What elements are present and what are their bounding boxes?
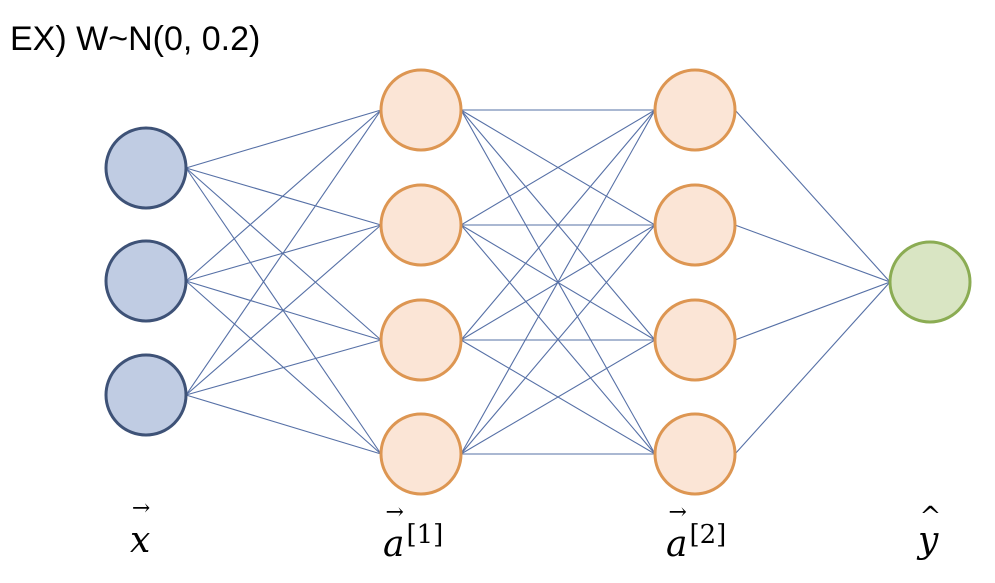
hidden-1-node-1 bbox=[379, 183, 463, 267]
edges-group bbox=[185, 109, 891, 455]
edge-hidden-1-2-to-hidden-2-0 bbox=[460, 109, 656, 341]
input-node-0 bbox=[104, 126, 188, 210]
edge-hidden-2-3-to-output-0 bbox=[734, 281, 891, 455]
edge-hidden-1-3-to-hidden-2-2 bbox=[460, 339, 656, 455]
hidden-1-node-0 bbox=[379, 68, 463, 152]
edge-hidden-1-3-to-hidden-2-0 bbox=[460, 109, 656, 455]
edge-input-0-to-hidden-1-0 bbox=[185, 109, 382, 169]
output-label: y bbox=[918, 520, 938, 561]
input-node-1 bbox=[104, 239, 188, 323]
edge-input-2-to-hidden-1-1 bbox=[185, 224, 382, 396]
edge-input-0-to-hidden-1-1 bbox=[185, 167, 382, 226]
input-node-2 bbox=[104, 353, 188, 437]
nodes-group bbox=[104, 68, 972, 496]
edge-hidden-1-1-to-hidden-2-0 bbox=[460, 109, 656, 226]
edge-input-1-to-hidden-1-0 bbox=[185, 109, 382, 282]
input-var: x bbox=[130, 520, 150, 561]
hidden-2-node-3 bbox=[653, 412, 737, 496]
edge-input-2-to-hidden-1-2 bbox=[185, 339, 382, 396]
hidden-2-node-1 bbox=[653, 183, 737, 267]
edge-hidden-2-2-to-output-0 bbox=[734, 281, 891, 341]
hidden2-label: a[2] bbox=[666, 520, 726, 565]
hidden1-label: a[1] bbox=[383, 520, 443, 565]
hidden2-superscript: [2] bbox=[689, 520, 727, 550]
diagram-title: EX) W~N(0, 0.2) bbox=[10, 20, 261, 58]
output-node-0 bbox=[888, 240, 972, 324]
output-var: y bbox=[918, 520, 938, 561]
hidden-1-node-2 bbox=[379, 298, 463, 382]
edge-input-2-to-hidden-1-3 bbox=[185, 394, 382, 455]
hidden1-superscript: [1] bbox=[406, 520, 444, 550]
edge-hidden-1-3-to-hidden-2-1 bbox=[460, 224, 656, 455]
edge-input-2-to-hidden-1-0 bbox=[185, 109, 382, 396]
hidden-2-node-2 bbox=[653, 298, 737, 382]
hidden-1-node-3 bbox=[379, 412, 463, 496]
hidden-2-node-0 bbox=[653, 68, 737, 152]
hidden1-var: a bbox=[383, 524, 404, 565]
hidden2-var: a bbox=[666, 524, 687, 565]
input-label: x bbox=[130, 520, 150, 561]
edge-input-0-to-hidden-1-2 bbox=[185, 167, 382, 341]
edge-hidden-2-1-to-output-0 bbox=[734, 224, 891, 283]
edge-hidden-2-0-to-output-0 bbox=[734, 109, 891, 283]
